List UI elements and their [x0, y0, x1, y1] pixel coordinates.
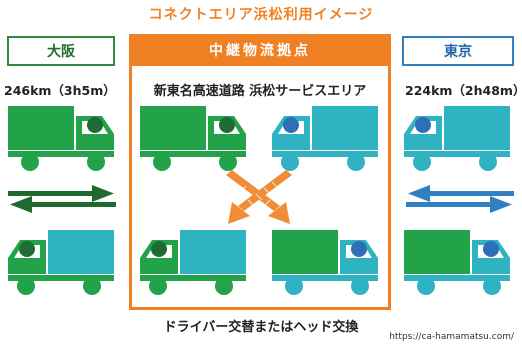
exchange-arrows-osaka	[8, 185, 116, 213]
truck-hub-bottom-right	[272, 230, 378, 295]
truck-hub-top-right	[272, 106, 378, 171]
tokyo-label-box: 東京	[402, 36, 514, 66]
truck-tokyo-top	[404, 106, 510, 171]
relay-hub-header: 中継物流拠点	[129, 34, 391, 66]
truck-osaka-top	[8, 106, 114, 171]
truck-hub-top-left	[140, 106, 246, 171]
source-url: https://ca-hamamatsu.com/	[389, 332, 514, 342]
tokyo-label: 東京	[444, 44, 472, 60]
osaka-distance: 246km（3h5m）	[4, 83, 116, 98]
hamamatsu-sa-label: 新東名高速道路 浜松サービスエリア	[153, 84, 367, 99]
crossing-arrows	[226, 170, 292, 224]
exchange-arrows-tokyo	[406, 185, 514, 213]
truck-tokyo-bottom	[404, 230, 510, 295]
tokyo-distance: 224km（2h48m）	[405, 83, 522, 98]
caption-driver-or-head-swap: ドライバー交替またはヘッド交換	[163, 320, 359, 335]
osaka-label-box: 大阪	[7, 36, 115, 66]
truck-hub-bottom-left	[140, 230, 246, 295]
diagram-title: コネクトエリア浜松利用イメージ	[148, 7, 374, 23]
osaka-label: 大阪	[47, 44, 75, 60]
truck-osaka-bottom	[8, 230, 114, 295]
